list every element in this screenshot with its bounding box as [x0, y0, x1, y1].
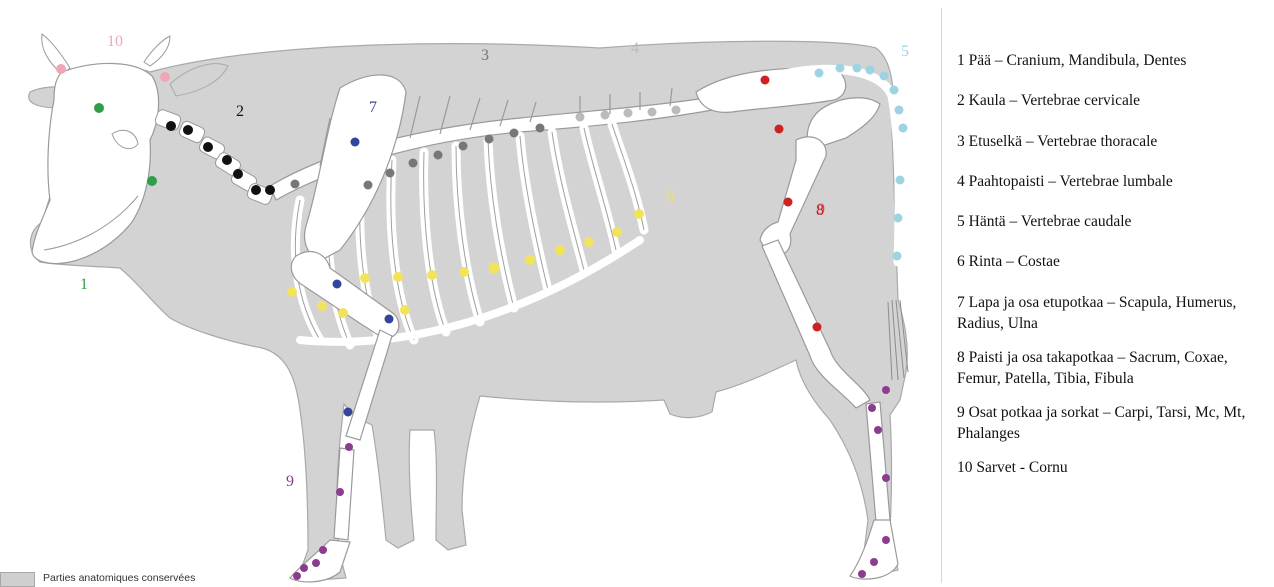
cow-skeleton-diagram: 10 2 3 4 5 7 6 9 8 1 9 — [0, 0, 940, 587]
marker-dot — [815, 69, 824, 78]
region-number-5: 5 — [901, 43, 909, 60]
marker-dot — [360, 273, 370, 283]
marker-dot — [364, 181, 373, 190]
marker-dot — [393, 272, 403, 282]
hind-hoof — [850, 520, 898, 579]
marker-dot — [386, 169, 395, 178]
marker-dot — [634, 209, 644, 219]
marker-dot — [899, 124, 908, 133]
marker-dot — [648, 108, 657, 117]
region-number-9-fore: 9 — [286, 473, 294, 490]
region-number-2: 2 — [236, 103, 244, 120]
marker-dot — [853, 64, 862, 73]
marker-dot — [612, 227, 622, 237]
marker-dot — [265, 185, 275, 195]
region-number-8: 8 — [816, 202, 824, 219]
marker-dot — [434, 151, 443, 160]
legend-item-8: 8 Paisti ja osa takapotkaa – Sacrum, Cox… — [957, 347, 1267, 389]
marker-dot — [890, 86, 899, 95]
marker-dot — [319, 546, 327, 554]
marker-dot — [536, 124, 545, 133]
marker-dot — [336, 488, 344, 496]
marker-dot — [287, 287, 297, 297]
panel-divider — [941, 8, 942, 583]
legend-item-7: 7 Lapa ja osa etupotkaa – Scapula, Humer… — [957, 292, 1267, 334]
marker-dot — [427, 270, 437, 280]
legend-item-2: 2 Kaula – Vertebrae cervicale — [957, 90, 1267, 111]
marker-dot — [400, 305, 410, 315]
marker-dot — [459, 142, 468, 151]
marker-dot — [147, 176, 157, 186]
marker-dot — [555, 245, 565, 255]
marker-dot — [601, 111, 610, 120]
marker-dot — [385, 315, 394, 324]
marker-dot — [160, 72, 170, 82]
marker-dot — [293, 572, 301, 580]
marker-dot — [312, 559, 320, 567]
region-number-3: 3 — [481, 47, 489, 64]
marker-dot — [784, 198, 793, 207]
marker-dot — [351, 138, 360, 147]
marker-dot — [183, 125, 193, 135]
marker-dot — [291, 180, 300, 189]
marker-dot — [485, 135, 494, 144]
marker-dot — [868, 404, 876, 412]
region-number-1: 1 — [80, 276, 88, 293]
marker-dot — [166, 121, 176, 131]
marker-dot — [882, 386, 890, 394]
marker-dot — [525, 255, 535, 265]
marker-dot — [874, 426, 882, 434]
marker-dot — [576, 113, 585, 122]
right-horn — [144, 36, 170, 66]
marker-dot — [344, 408, 353, 417]
marker-dot — [233, 169, 243, 179]
preserved-parts-label: Parties anatomiques conservées — [43, 572, 195, 584]
marker-dot — [836, 64, 845, 73]
marker-dot — [409, 159, 418, 168]
legend-item-9: 9 Osat potkaa ja sorkat – Carpi, Tarsi, … — [957, 402, 1267, 444]
legend-item-3: 3 Etuselkä – Vertebrae thoracale — [957, 131, 1267, 152]
legend-item-10: 10 Sarvet - Cornu — [957, 457, 1267, 478]
marker-dot — [222, 155, 232, 165]
marker-dot — [895, 106, 904, 115]
marker-dot — [338, 308, 348, 318]
marker-dot — [624, 109, 633, 118]
marker-dot — [510, 129, 519, 138]
marker-dot — [893, 252, 902, 261]
marker-dot — [813, 323, 822, 332]
marker-dot — [317, 301, 327, 311]
marker-dot — [761, 76, 770, 85]
marker-dot — [882, 536, 890, 544]
marker-dot — [880, 72, 889, 81]
marker-dot — [584, 237, 594, 247]
legend-item-5: 5 Häntä – Vertebrae caudale — [957, 211, 1267, 232]
marker-dot — [870, 558, 878, 566]
marker-dot — [672, 106, 681, 115]
marker-dot — [300, 564, 308, 572]
region-number-4: 4 — [631, 40, 639, 57]
anatomy-legend: 1 Pää – Cranium, Mandibula, Dentes 2 Kau… — [957, 50, 1267, 497]
legend-item-4: 4 Paahtopaisti – Vertebrae lumbale — [957, 171, 1267, 192]
marker-dot — [894, 214, 903, 223]
marker-dot — [858, 570, 866, 578]
marker-dot — [459, 267, 469, 277]
marker-dot — [56, 64, 66, 74]
marker-dot — [489, 263, 500, 274]
marker-dot — [94, 103, 104, 113]
preserved-parts-swatch — [0, 572, 35, 587]
legend-item-1: 1 Pää – Cranium, Mandibula, Dentes — [957, 50, 1267, 71]
region-number-6: 6 — [666, 188, 674, 205]
region-number-7: 7 — [369, 99, 377, 116]
marker-dot — [345, 443, 353, 451]
marker-dot — [896, 176, 905, 185]
marker-dot — [203, 142, 213, 152]
marker-dot — [251, 185, 261, 195]
marker-dot — [775, 125, 784, 134]
legend-item-6: 6 Rinta – Costae — [957, 251, 1267, 272]
marker-dot — [866, 66, 875, 75]
region-number-10: 10 — [107, 33, 123, 50]
marker-dot — [333, 280, 342, 289]
marker-dot — [882, 474, 890, 482]
